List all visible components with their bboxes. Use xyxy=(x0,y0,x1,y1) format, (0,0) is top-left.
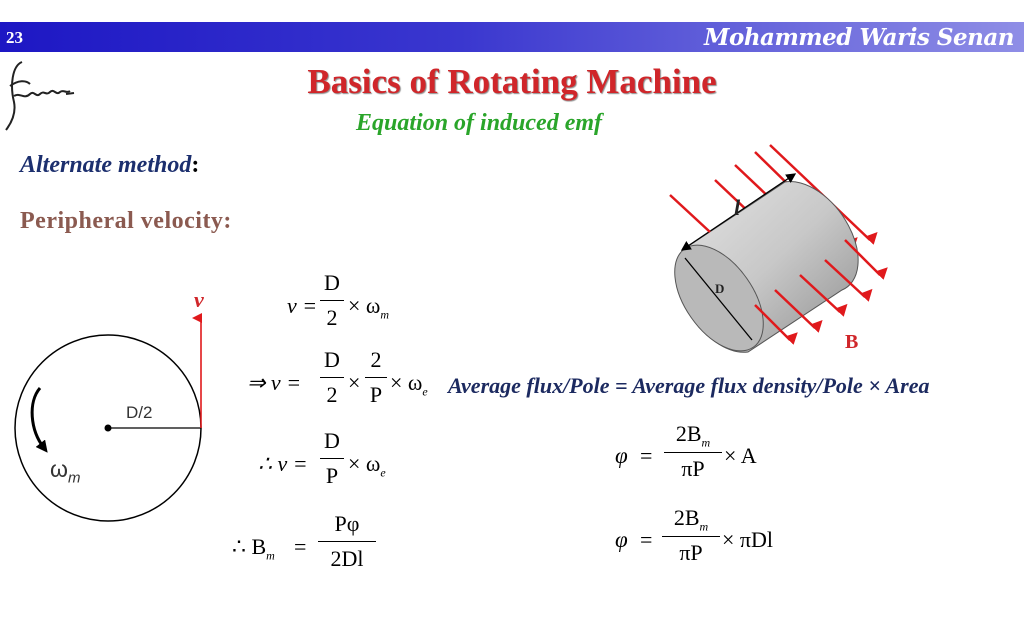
eq4-sub: m xyxy=(266,548,275,563)
eq6-den: πP xyxy=(679,540,703,565)
diameter-label: D xyxy=(715,281,725,296)
eq6-fraction-bar xyxy=(662,536,720,537)
eq3-times: × ωe xyxy=(348,451,386,480)
signature-logo xyxy=(5,61,75,131)
radius-label: D/2 xyxy=(126,403,153,422)
rotation-arrow-icon xyxy=(30,387,48,453)
center-dot xyxy=(104,424,112,432)
eq1-lhs: v = xyxy=(287,293,318,318)
eq5-equals: = xyxy=(640,443,653,468)
eq5-fraction-bar xyxy=(664,452,722,453)
eq4-num: Pφ xyxy=(334,511,360,536)
eq6-num: 2Bm xyxy=(660,505,722,534)
eq2-times1: × xyxy=(348,370,361,395)
eq2-den1: 2 xyxy=(326,382,338,407)
eq5-num-text: 2B xyxy=(675,421,702,446)
eq3-den: P xyxy=(325,463,339,488)
eq1-den: 2 xyxy=(326,305,338,330)
eq3-times-text: × ω xyxy=(348,451,381,476)
slide-subtitle: Equation of induced emf xyxy=(356,110,603,136)
eq6-num-sub: m xyxy=(699,519,709,534)
eq2-fraction-bar-2 xyxy=(365,377,387,378)
eq3-prefix: ∴ v = xyxy=(258,451,308,476)
method-heading: Alternate method: xyxy=(20,152,199,179)
eq3-sub: e xyxy=(380,465,386,480)
velocity-label: v xyxy=(194,287,204,312)
eq2-times2-text: × ω xyxy=(390,370,423,395)
eq3-num: D xyxy=(324,428,340,453)
eq6-num-text: 2B xyxy=(673,505,700,530)
eq2-sub: e xyxy=(422,384,428,399)
eq6-lhs: φ xyxy=(615,527,628,552)
eq4-equals: = xyxy=(294,534,307,559)
peripheral-heading: Peripheral velocity: xyxy=(20,208,232,234)
omega-subscript: m xyxy=(67,469,81,487)
eq1-times: × ωm xyxy=(348,293,389,322)
omega-symbol: ω xyxy=(50,456,68,482)
eq2-prefix: ⇒ v = xyxy=(247,370,302,395)
header-bar xyxy=(0,22,1024,52)
method-colon: : xyxy=(191,152,200,178)
eq1-sub: m xyxy=(380,307,390,322)
eq3-fraction-bar xyxy=(320,458,344,459)
method-label: Alternate method xyxy=(20,152,192,178)
length-label: l xyxy=(734,195,741,220)
diameter-line xyxy=(684,257,753,341)
eq4-den: 2Dl xyxy=(330,546,364,571)
eq2-times2: × ωe xyxy=(390,370,428,399)
eq2-den2: P xyxy=(369,382,383,407)
slide-title: Basics of Rotating Machine xyxy=(307,62,717,101)
eq4-fraction-bar xyxy=(318,541,376,542)
eq6-equals: = xyxy=(640,527,653,552)
eq5-lhs: φ xyxy=(615,443,628,468)
field-label: B xyxy=(845,331,859,353)
eq2-num2: 2 xyxy=(370,347,382,372)
eq5-den: πP xyxy=(681,456,705,481)
omega-label: ωm xyxy=(50,456,80,487)
slide-number: 23 xyxy=(6,28,23,47)
eq4-prefix-text: ∴ B xyxy=(232,534,267,559)
cylinder-diagram xyxy=(669,144,888,353)
eq5-times: × A xyxy=(724,443,757,468)
author-name: Mohammed Waris Senan xyxy=(704,24,1014,51)
eq2-num1: D xyxy=(324,347,340,372)
eq1-times-text: × ω xyxy=(348,293,381,318)
eq5-num-sub: m xyxy=(701,435,711,450)
rotation-diagram xyxy=(14,313,202,522)
eq2-fraction-bar-1 xyxy=(320,377,344,378)
avg-flux-statement: Average flux/Pole = Average flux density… xyxy=(448,373,930,398)
length-dimension xyxy=(680,173,797,251)
eq1-fraction-bar xyxy=(320,300,344,301)
eq5-num: 2Bm xyxy=(662,421,724,450)
eq4-prefix: ∴ Bm xyxy=(232,534,275,563)
eq1-num: D xyxy=(324,270,340,295)
eq6-times: × πDl xyxy=(722,527,774,552)
